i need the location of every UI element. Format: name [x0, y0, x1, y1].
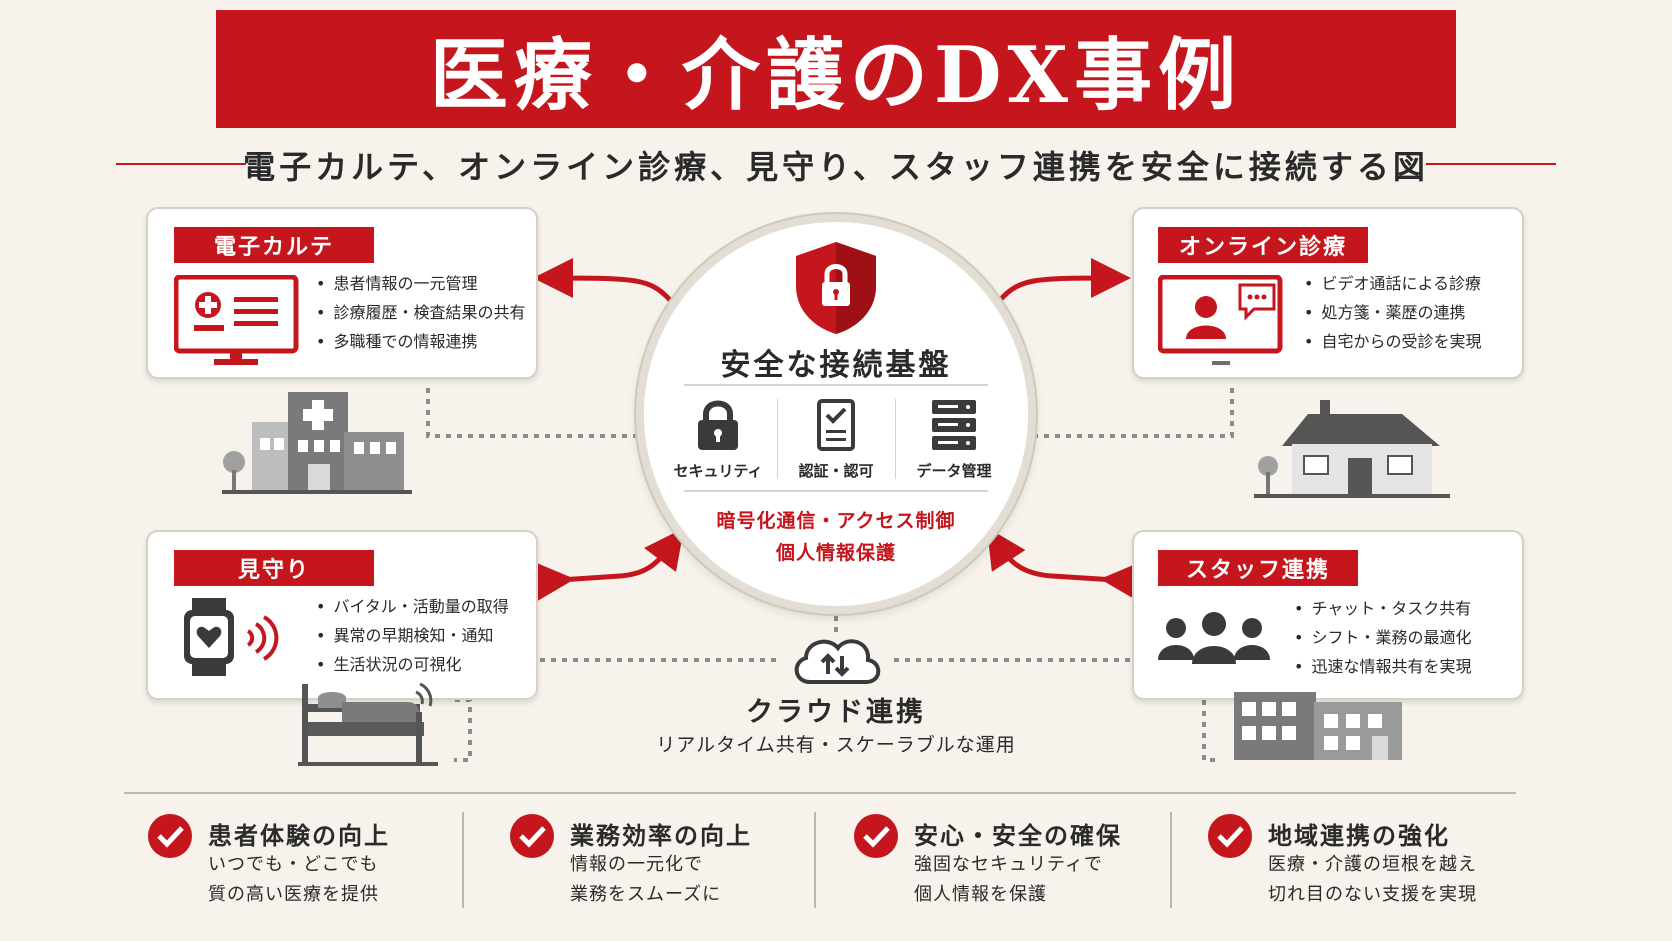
- list-item: 迅速な情報共有を実現: [1294, 652, 1471, 681]
- benefit-divider: [1170, 812, 1172, 908]
- card-list-ehr: 患者情報の一元管理 診療履歴・検査結果の共有 多職種での情報連携: [316, 269, 525, 356]
- benefit-title: 安心・安全の確保: [914, 822, 1122, 850]
- list-item: シフト・業務の最適化: [1294, 623, 1471, 652]
- arrow-to-online: [998, 258, 1131, 302]
- title-banner: 医療・介護のDX事例: [216, 10, 1456, 128]
- card-label-online: オンライン診療: [1158, 227, 1368, 263]
- padlock-icon: [698, 400, 738, 450]
- benefit-divider: [462, 812, 464, 908]
- card-online: オンライン診療 ビデオ通話による診療 処方箋・薬歴の連携 自宅からの受診を実現: [1132, 207, 1524, 379]
- arrow-watch-center: [533, 527, 684, 602]
- list-item: ビデオ通話による診療: [1304, 269, 1481, 298]
- pillar-auth: 認証・認可: [782, 398, 890, 481]
- check-circle-icon: [148, 814, 192, 858]
- hospital-illustration: [222, 392, 412, 494]
- dotted-bed: [454, 698, 472, 762]
- benefit-desc-line1: 情報の一元化で: [570, 854, 703, 875]
- benefit-efficiency: 業務効率の向上 情報の一元化で 業務をスムーズに: [508, 812, 808, 912]
- pillar-label: データ管理: [916, 461, 992, 480]
- arrow-to-ehr: [533, 258, 672, 302]
- benefit-divider: [814, 812, 816, 908]
- house-illustration: [1254, 400, 1450, 498]
- pillar-label: セキュリティ: [673, 461, 763, 480]
- benefit-desc-line1: 医療・介護の垣根を越え: [1268, 854, 1477, 875]
- benefit-desc-line1: いつでも・どこでも: [208, 854, 379, 875]
- card-list-online: ビデオ通話による診療 処方箋・薬歴の連携 自宅からの受診を実現: [1304, 269, 1481, 356]
- card-label-staff: スタッフ連携: [1158, 550, 1358, 586]
- shield-lock-icon: [796, 242, 876, 334]
- server-icon: [932, 399, 976, 450]
- subtitle-rule-left: [116, 163, 246, 165]
- list-item: 異常の早期検知・通知: [316, 621, 509, 650]
- dotted-home-center: [1036, 388, 1234, 438]
- hub-privacy-line: 個人情報保護: [775, 542, 896, 564]
- list-item: 診療履歴・検査結果の共有: [316, 298, 525, 327]
- smartwatch-icon: [184, 598, 279, 676]
- benefit-desc-line1: 強固なセキュリティで: [914, 854, 1103, 875]
- benefit-desc-line2: 質の高い医療を提供: [208, 884, 379, 905]
- card-ehr: 電子カルテ 患者情報の一元管理 診療履歴・検査結果の共有 多職種での情報連携: [146, 207, 538, 379]
- pillar-data: データ管理: [900, 398, 1008, 481]
- card-label-ehr: 電子カルテ: [174, 227, 374, 263]
- checklist-icon: [817, 398, 855, 451]
- list-item: バイタル・活動量の取得: [316, 592, 508, 621]
- benefit-desc-line2: 個人情報を保護: [914, 884, 1047, 905]
- check-circle-icon: [510, 814, 554, 858]
- subtitle: 電子カルテ、オンライン診療、見守り、スタッフ連携を安全に接続する図: [243, 148, 1429, 186]
- list-item: チャット・タスク共有: [1294, 594, 1471, 623]
- list-item: 自宅からの受診を実現: [1304, 327, 1481, 356]
- dotted-office: [1202, 700, 1220, 762]
- office-illustration: [1234, 692, 1402, 760]
- card-list-watch: バイタル・活動量の取得 異常の早期検知・通知 生活状況の可視化: [316, 592, 509, 679]
- list-item: 生活状況の可視化: [316, 650, 509, 679]
- benefit-safety: 安心・安全の確保 強固なセキュリティで 個人情報を保護: [852, 812, 1162, 912]
- hub-pillars: セキュリティ 認証・認可 データ管理: [664, 394, 1008, 484]
- bed-illustration: [298, 682, 438, 766]
- hub-divider-2: [684, 490, 988, 492]
- list-item: 処方箋・薬歴の連携: [1304, 298, 1481, 327]
- card-list-staff: チャット・タスク共有 シフト・業務の最適化 迅速な情報共有を実現: [1294, 594, 1471, 681]
- pillar-security: セキュリティ: [664, 398, 772, 481]
- benefit-desc-line2: 業務をスムーズに: [570, 884, 722, 905]
- pillar-divider: [894, 399, 896, 479]
- check-circle-icon: [1208, 814, 1252, 858]
- list-item: 患者情報の一元管理: [316, 269, 525, 298]
- cloud-subtitle: リアルタイム共有・スケーラブルな運用: [656, 734, 1016, 756]
- subtitle-rule-right: [1426, 163, 1556, 165]
- pillar-label: 認証・認可: [798, 461, 874, 480]
- dotted-hospital-center: [426, 388, 636, 438]
- hub-title: 安全な接続基盤: [720, 348, 952, 383]
- cloud-sync-icon: [794, 639, 881, 684]
- video-call-icon: [1158, 275, 1283, 365]
- card-watch: 見守り バイタル・活動量の取得 異常の早期検知・通知 生活状況の可視化: [146, 530, 538, 700]
- benefit-regional: 地域連携の強化 医療・介護の垣根を越え 切れ目のない支援を実現: [1206, 812, 1536, 912]
- page-title: 医療・介護のDX事例: [429, 30, 1243, 121]
- benefit-desc-line2: 切れ目のない支援を実現: [1268, 884, 1477, 905]
- hub-divider: [684, 384, 988, 386]
- pillar-divider: [776, 399, 778, 479]
- arrow-staff-center: [986, 527, 1142, 602]
- benefit-patient: 患者体験の向上 いつでも・どこでも 質の高い医療を提供: [146, 812, 456, 912]
- team-icon: [1158, 612, 1270, 664]
- card-staff: スタッフ連携 チャット・タスク共有 シフト・業務の最適化 迅速な情報共有を実現: [1132, 530, 1524, 700]
- list-item: 多職種での情報連携: [316, 327, 525, 356]
- check-circle-icon: [854, 814, 898, 858]
- benefit-title: 患者体験の向上: [208, 822, 390, 850]
- benefits-divider: [124, 792, 1516, 794]
- card-label-watch: 見守り: [174, 550, 374, 586]
- cloud-title: クラウド連携: [746, 697, 926, 728]
- hub-security-line: 暗号化通信・アクセス制御: [716, 510, 956, 532]
- secure-foundation-hub: 安全な接続基盤 セキュリティ 認証・認可: [636, 214, 1036, 614]
- monitor-chart-icon: [174, 275, 299, 365]
- benefit-title: 業務効率の向上: [570, 822, 752, 850]
- benefit-title: 地域連携の強化: [1268, 822, 1450, 850]
